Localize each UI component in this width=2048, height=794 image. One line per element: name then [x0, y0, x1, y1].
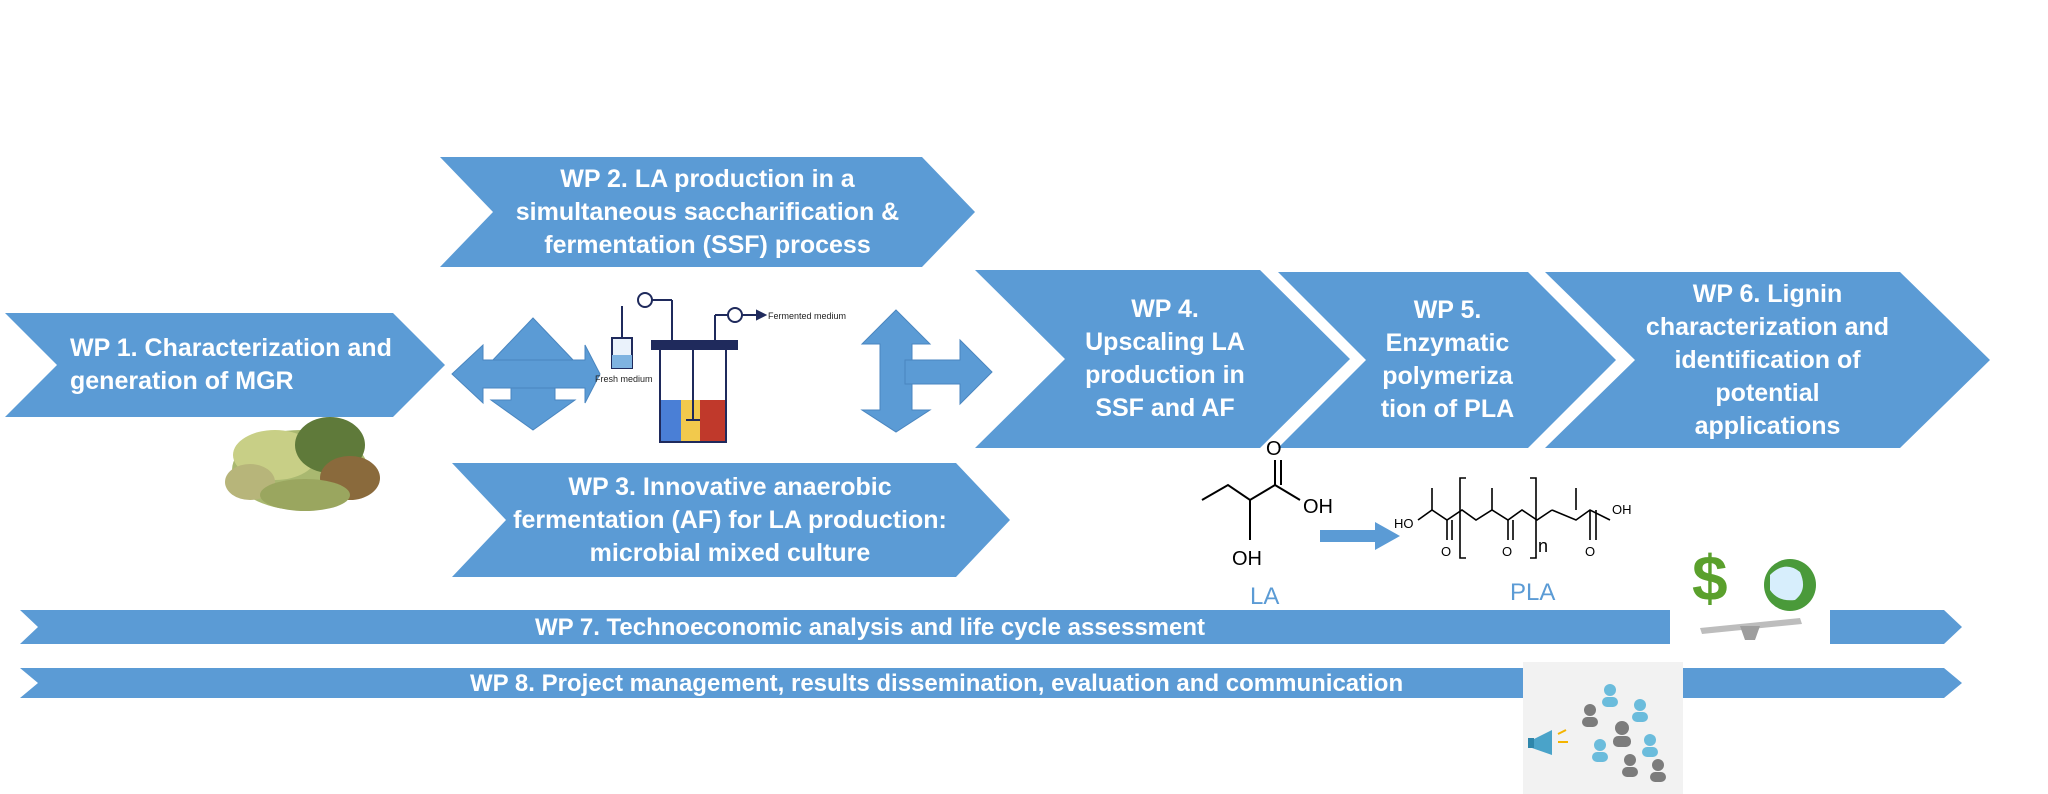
pla-oh: OH — [1612, 502, 1632, 517]
pla-structure — [1417, 477, 1611, 559]
wp8-label: WP 8. Project management, results dissem… — [470, 669, 1404, 697]
la-oh: OH — [1303, 496, 1333, 518]
pla-n: n — [1538, 536, 1548, 556]
wp7-label: WP 7. Technoeconomic analysis and life c… — [534, 613, 1206, 641]
wp1-chevron — [5, 313, 445, 417]
pla-label: PLA — [1510, 579, 1556, 606]
wp2-label: WP 2. LA production in a simultaneous sa… — [515, 164, 900, 259]
left-cross-arrow-icon — [451, 317, 601, 431]
pla-o-3: O — [1585, 544, 1595, 559]
wp3-label: WP 3. Innovative anaerobic fermentation … — [513, 472, 947, 567]
biomass-pile-icon — [225, 417, 380, 511]
wp7-bar — [20, 610, 1962, 644]
la-to-pla-arrow — [1320, 522, 1400, 550]
pla-ho: HO — [1394, 516, 1414, 531]
wp4-label: WP 4. Upscaling LA production in SSF and… — [1085, 295, 1245, 422]
wp6-label: WP 6. Lignin characterization and identi… — [1645, 279, 1890, 440]
wp3-chevron — [452, 463, 1010, 577]
wp1-label: WP 1. Characterization and generation of… — [70, 334, 392, 395]
wp8-bar — [20, 668, 1962, 698]
wp6-chevron — [1545, 272, 1990, 448]
pla-o-1: O — [1441, 544, 1451, 559]
la-label: LA — [1250, 583, 1280, 610]
bioreactor-icon — [611, 292, 768, 443]
pla-o-2: O — [1502, 544, 1512, 559]
fermented-medium-label: Fermented medium — [768, 311, 846, 321]
lactic-acid-structure — [1201, 460, 1301, 540]
svg-text:$: $ — [1692, 542, 1728, 614]
wp5-label: WP 5. Enzymatic polymeriza tion of PLA — [1380, 296, 1515, 423]
la-o: O — [1266, 438, 1282, 460]
wp2-chevron — [440, 157, 975, 267]
right-cross-arrow-icon — [860, 309, 993, 433]
wp4-chevron — [975, 270, 1350, 448]
fresh-medium-label: Fresh medium — [595, 374, 653, 384]
megaphone-people-icon — [1523, 662, 1683, 794]
la-oh-bottom: OH — [1232, 548, 1262, 570]
wp5-chevron — [1278, 272, 1616, 448]
dollar-globe-scale-icon: $ — [1670, 535, 1830, 645]
